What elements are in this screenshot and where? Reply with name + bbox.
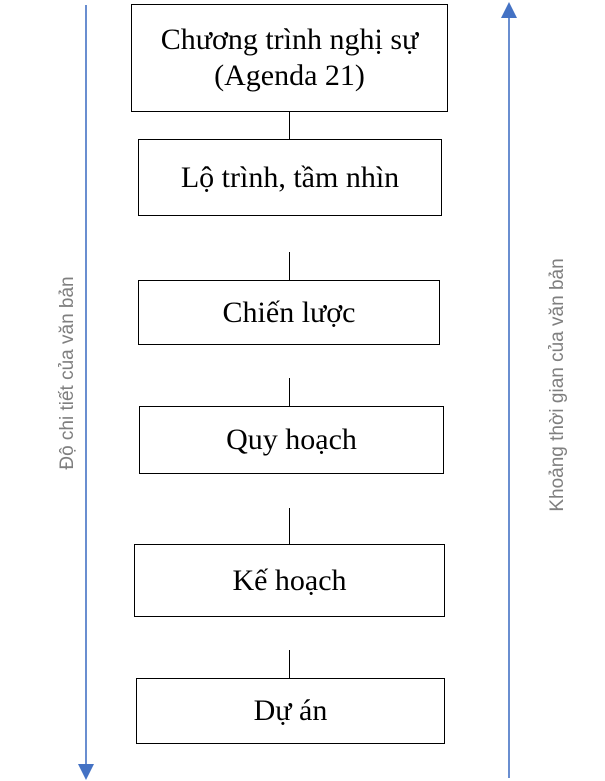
node-planning-label: Quy hoạch [226, 423, 357, 456]
connector-5 [289, 650, 290, 678]
connector-1 [289, 112, 290, 139]
node-strategy: Chiến lược [138, 280, 440, 345]
node-project: Dự án [136, 678, 445, 744]
node-project-label: Dự án [253, 694, 328, 727]
node-plan: Kế hoạch [134, 544, 445, 617]
left-axis-label: Độ chi tiết của văn bản [57, 276, 78, 470]
node-plan-label: Kế hoạch [232, 563, 347, 597]
node-planning: Quy hoạch [139, 406, 444, 474]
node-strategy-label: Chiến lược [222, 295, 356, 329]
node-roadmap-label: Lộ trình, tầm nhìn [180, 160, 400, 194]
right-axis-label: Khoảng thời gian của văn bản [547, 258, 568, 512]
node-roadmap: Lộ trình, tầm nhìn [138, 139, 442, 216]
connector-2 [289, 252, 290, 280]
connector-4 [289, 508, 290, 544]
node-agenda: Chương trình nghị sự (Agenda 21) [131, 4, 448, 112]
node-agenda-label: Chương trình nghị sự (Agenda 21) [160, 23, 419, 92]
connector-3 [289, 378, 290, 406]
